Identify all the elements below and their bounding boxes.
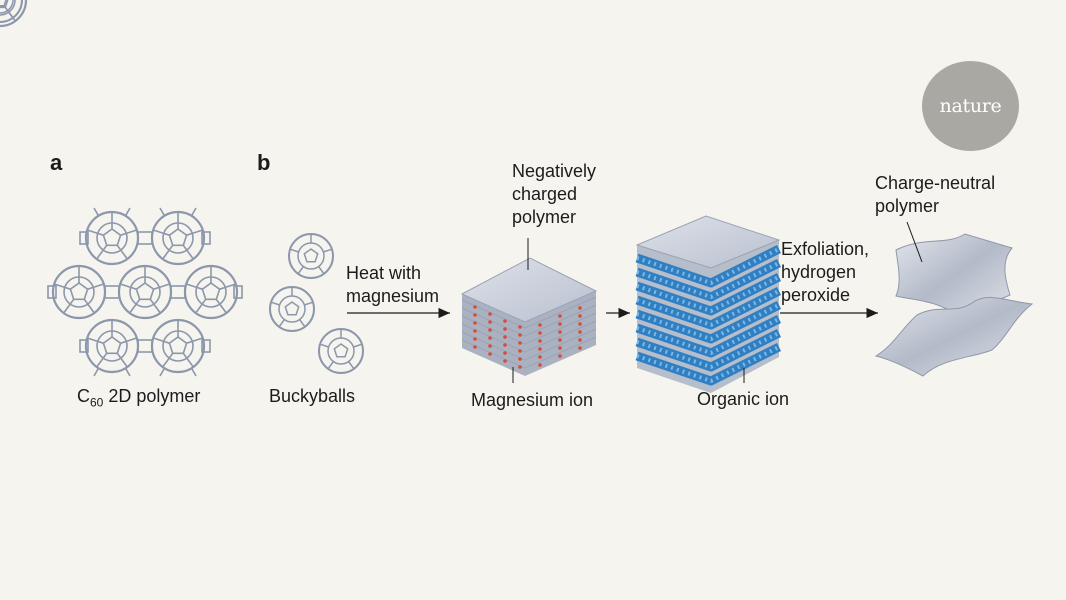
negatively-charged-polymer-label: Negatively charged polymer [512, 161, 597, 227]
panel-b-letter: b [257, 150, 271, 175]
magnesium-ion-label: Magnesium ion [471, 390, 594, 410]
heat-with-magnesium-label: Heat with magnesium [346, 263, 440, 306]
charge-neutral-polymer-label: Charge-neutral polymer [875, 173, 996, 216]
buckyballs-art [0, 0, 364, 374]
magnesium-stack [460, 238, 598, 383]
organic-ion-label: Organic ion [697, 389, 790, 409]
c60-polymer-label: C60 2D polymer [77, 386, 201, 410]
buckyballs-label: Buckyballs [269, 386, 356, 406]
nature-logo: nature [922, 61, 1019, 151]
organic-ion-stack [637, 215, 779, 393]
c60-polymer-lattice [0, 0, 243, 377]
charge-neutral-sheets [874, 221, 1034, 377]
exfoliation-label: Exfoliation, hydrogen peroxide [781, 239, 870, 305]
panel-a-letter: a [50, 150, 63, 175]
